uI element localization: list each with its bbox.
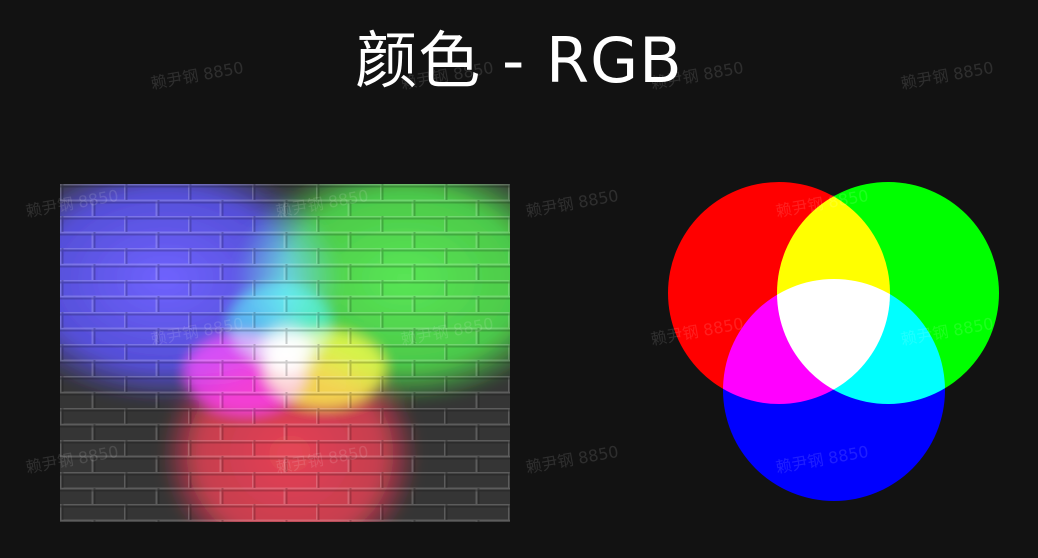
rgb-venn-diagram [662, 176, 1002, 506]
watermark-text: 赖尹钢 8850 [524, 441, 621, 477]
blue-circle [723, 279, 945, 501]
rgb-light-photo [60, 184, 510, 522]
rgb-spotlights-wall [60, 184, 510, 522]
slide-title: 颜色 - RGB [355, 24, 683, 97]
watermark-text: 赖尹钢 8850 [524, 185, 621, 221]
